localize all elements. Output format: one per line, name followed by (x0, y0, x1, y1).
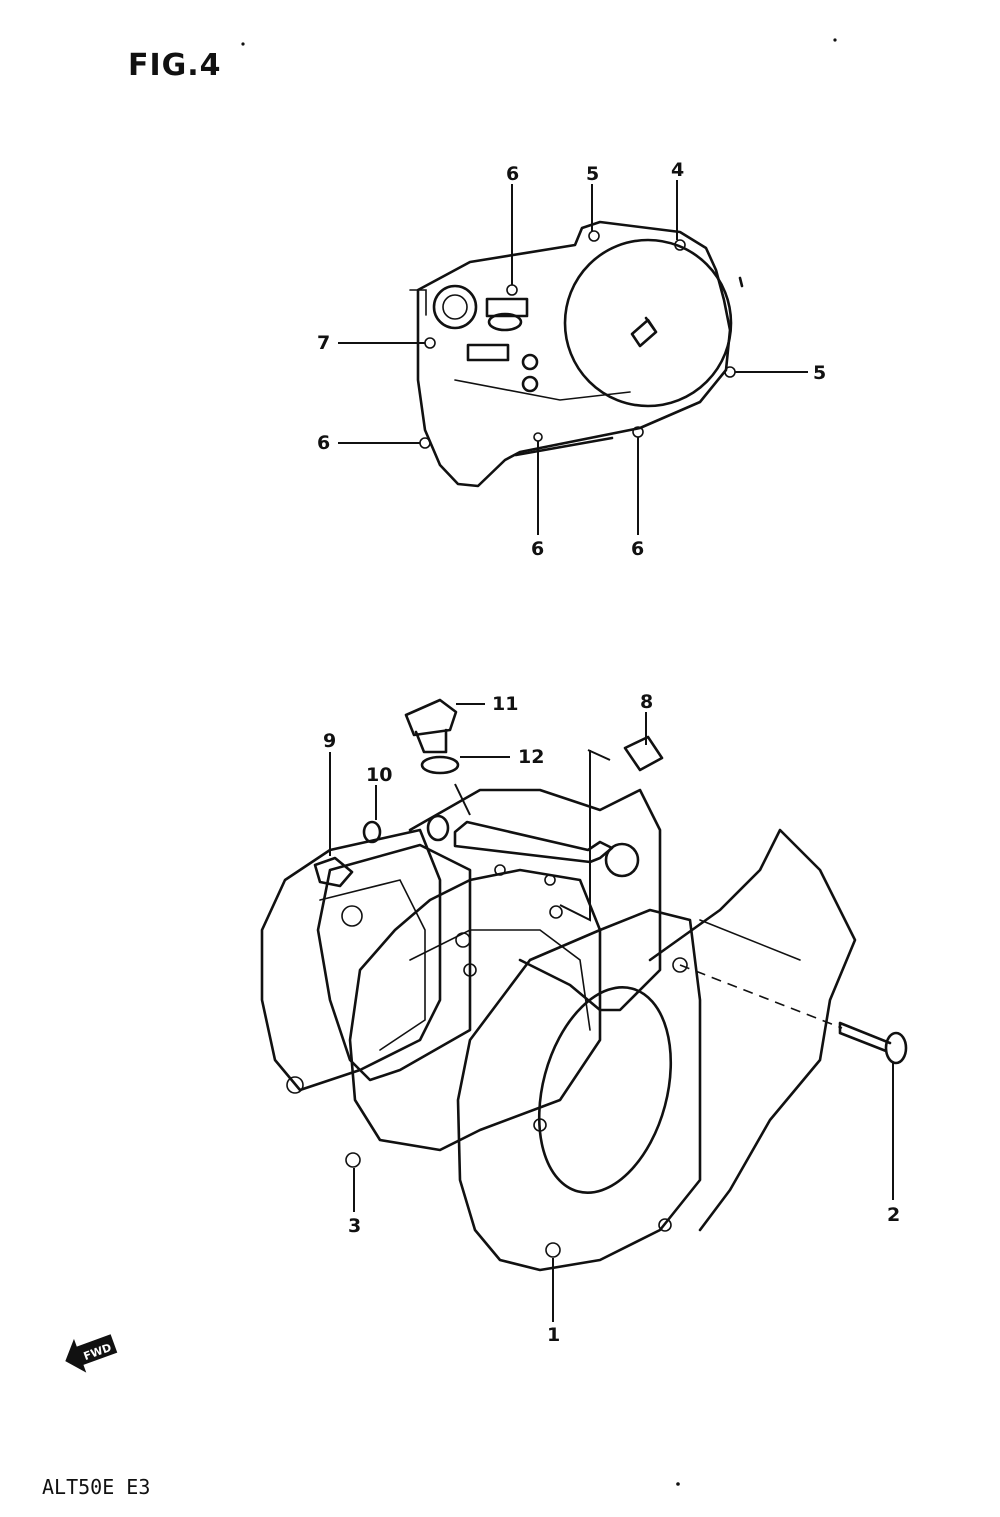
washer-12 (420, 755, 460, 775)
oil-filler-cap (432, 284, 478, 330)
fwd-arrow-icon: FWD (65, 1334, 118, 1373)
callout-11: 11 (492, 693, 518, 715)
inspection-window (485, 297, 529, 318)
callout-1: 1 (547, 1324, 560, 1346)
rear-cover (260, 828, 442, 1092)
upper-housing (408, 788, 662, 1012)
crankcase-assembly-lower (260, 698, 908, 1272)
middle-case (348, 868, 602, 1152)
drain-plug-11 (404, 698, 458, 737)
upper-leader-lines (338, 180, 808, 535)
callout-5-top: 5 (586, 163, 599, 185)
suzuki-logo-icon (630, 316, 658, 348)
bolt-2 (838, 1021, 892, 1053)
screw-hole-7 (424, 337, 436, 349)
callout-6-left: 6 (317, 432, 330, 454)
crankcase-cover-upper (409, 220, 736, 488)
callout-4-top: 4 (671, 159, 684, 181)
callout-2: 2 (887, 1204, 900, 1226)
callout-7: 7 (317, 332, 330, 354)
callout-8: 8 (640, 691, 653, 713)
callout-9: 9 (323, 730, 336, 752)
callout-3: 3 (348, 1215, 361, 1237)
callout-12: 12 (518, 746, 544, 768)
front-cover-1 (456, 908, 702, 1272)
callout-6-bottom-a: 6 (531, 538, 544, 560)
right-case (648, 828, 857, 1232)
callout-5-right: 5 (813, 362, 826, 384)
dowel-pin-8 (623, 735, 664, 772)
callout-10: 10 (366, 764, 392, 786)
figure-title: FIG.4 (128, 48, 222, 83)
washer-10 (362, 820, 382, 844)
cover-dome-circle (563, 238, 733, 408)
breather-hose (453, 820, 614, 864)
bolt-9 (313, 856, 354, 888)
model-code: ALT50E E3 (42, 1475, 151, 1499)
callout-6-bottom-b: 6 (631, 538, 644, 560)
gasket-3 (316, 843, 472, 1082)
lower-leader-lines (329, 703, 894, 1322)
callout-6-top: 6 (506, 163, 519, 185)
